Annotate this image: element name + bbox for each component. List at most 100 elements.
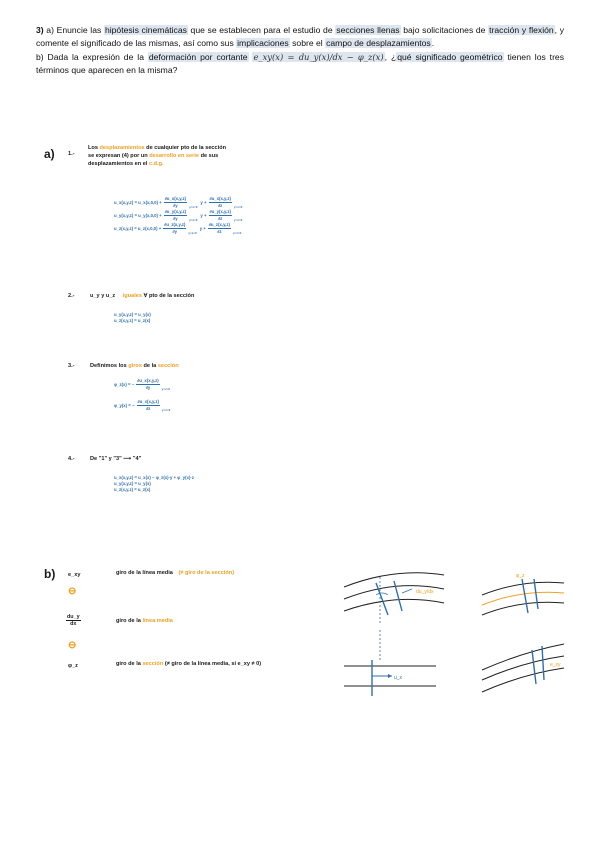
- h3-highlight-giros: giros: [128, 363, 142, 369]
- h4-equations: u_x(x,y,z) = u_x(x) − φ_z(x)·y + φ_y(x)·…: [114, 475, 194, 493]
- eval-subscript: y=z=0: [233, 204, 243, 209]
- h4-equation-uy: u_y(x,y,z) = u_y(x): [114, 481, 151, 486]
- h1-text: se expresan (4) por un: [88, 153, 148, 159]
- term1-note: (≠ giro de la sección): [178, 570, 235, 576]
- hypothesis-4-text: De "1" y "3" ⟶ "4": [90, 456, 142, 462]
- question-a-text: .: [431, 37, 435, 48]
- term3-description: giro de la sección (≠ giro de la línea m…: [116, 660, 261, 668]
- h4-equation-uz: u_z(x,y,z) = u_z(x): [114, 487, 151, 492]
- h2-equations: u_y(x,y,z) = u_y(x) u_z(x,y,z) = u_z(x): [114, 312, 151, 324]
- fraction-num: ∂u_z(x,y,z): [163, 222, 187, 229]
- h3-text: Definimos los: [90, 363, 127, 369]
- fraction-num: ∂u_z(x,y,z): [207, 222, 231, 229]
- fraction-den: ∂z: [146, 406, 151, 411]
- h2-equation-uy: u_y(x,y,z) = u_y(x): [114, 312, 151, 317]
- hypothesis-1-number: 1.-: [68, 151, 75, 157]
- h2-text: ∀ pto de la sección: [143, 293, 195, 299]
- fraction-num: ∂u_y(x,y,z): [208, 209, 232, 216]
- fraction-den: ∂z: [218, 203, 223, 208]
- eq-mid: y +: [200, 212, 207, 218]
- fraction-den: ∂y: [173, 203, 178, 208]
- term2-symbol: du_y dx: [66, 614, 81, 627]
- fraction: ∂u_x(x,y,z)∂y: [136, 378, 160, 391]
- h2-equation-uz: u_z(x,y,z) = u_z(x): [114, 318, 151, 323]
- term2-num: du_y: [66, 614, 81, 621]
- h3-equation-phiz: φ_z(x) = − ∂u_x(x,y,z)∂y y=z=0: [114, 378, 170, 391]
- question-a-text: sobre el: [289, 37, 326, 48]
- fraction-num: ∂u_y(x,y,z): [163, 209, 188, 216]
- eq-mid: y +: [199, 225, 206, 231]
- h3-text: de la: [143, 363, 157, 369]
- term3-rest: (≠ giro de la línea media, si e_xy ≠ 0): [164, 661, 262, 667]
- eval-subscript: y=z=0: [189, 204, 198, 209]
- question-a-text: bajo solicitaciones de: [400, 25, 489, 35]
- fraction-num: ∂u_x(x,y,z): [163, 196, 188, 203]
- question-a-text: que se establecen para el estudio de: [187, 25, 336, 35]
- eval-subscript: y=z=0: [233, 217, 243, 222]
- h1-equations: u_x(x,y,z) = u_x(x,0,0) + ∂u_x(x,y,z)∂y …: [114, 196, 242, 235]
- figure-section-displacement: u_x: [344, 630, 436, 696]
- term1-symbol: e_xy: [68, 572, 81, 578]
- fig-label-phiz: φ_z: [516, 573, 525, 579]
- question-a: 3) a) Enuncie las hipótesis cinemáticas …: [36, 24, 564, 49]
- highlight-campo: campo de desplazamientos: [325, 37, 432, 48]
- eval-subscript: y=z=0: [188, 230, 197, 235]
- hypothesis-3-number: 3.-: [68, 363, 75, 369]
- term3-symbol: φ_z: [68, 663, 78, 669]
- h1-equation-uy: u_y(x,y,z) = u_y(x,0,0) + ∂u_y(x,y,z)∂y …: [114, 209, 242, 222]
- eq-lhs: φ_z(x) = −: [114, 381, 135, 387]
- fraction: ∂u_x(x,y,z)∂z: [136, 399, 160, 412]
- term2-description: giro de la línea media: [116, 617, 173, 625]
- question-b-text: tienen los tres términos que aparecen en…: [36, 52, 565, 75]
- question-number: 3): [36, 25, 44, 35]
- hypothesis-3-text: Definimos los giros de la sección: [90, 362, 179, 370]
- term2-text: giro de la: [116, 618, 141, 624]
- fraction-den: ∂z: [217, 229, 222, 234]
- term2-highlight: línea media: [142, 618, 173, 624]
- h1-highlight-cdg: c.d.g.: [148, 161, 164, 167]
- question-b: b) Dada la expresión de la deformación p…: [36, 51, 564, 76]
- fig-label-duy-dx: du_y/dx: [416, 589, 434, 595]
- h1-highlight-desplazamientos: desplazamientos: [99, 145, 145, 151]
- eq-lhs: φ_y(x) = −: [114, 402, 135, 408]
- h2-highlight-iguales: iguales: [122, 293, 143, 299]
- hypothesis-1-text: Los desplazamientos de cualquier pto de …: [88, 144, 308, 168]
- question-a-text: , y comente el significado de las mismas…: [36, 25, 565, 48]
- question-block: 3) a) Enuncie las hipótesis cinemáticas …: [36, 24, 564, 78]
- h1-text: de sus: [200, 153, 219, 159]
- h3-equation-phiy: φ_y(x) = − ∂u_x(x,y,z)∂z y=z=0: [114, 399, 170, 412]
- h2-text: u_y y u_z: [90, 293, 116, 299]
- h1-equation-ux: u_x(x,y,z) = u_x(x,0,0) + ∂u_x(x,y,z)∂y …: [114, 196, 242, 209]
- fraction-den: ∂y: [172, 229, 178, 234]
- question-a-text: a) Enuncie las: [43, 25, 104, 35]
- term1-description: giro de la línea media (≠ giro de la sec…: [116, 569, 234, 577]
- h1-text: de cualquier pto de la sección: [146, 145, 227, 151]
- fraction-num: ∂u_x(x,y,z): [136, 378, 160, 385]
- highlight-traccion: tracción y flexión: [488, 25, 555, 35]
- hypothesis-2-number: 2.-: [68, 293, 75, 299]
- highlight-implicaciones: implicaciones: [236, 37, 290, 48]
- shear-strain-formula: e_xy(x) = du_y(x)/dx − φ_z(x): [252, 52, 385, 63]
- question-b-text: , ¿: [384, 52, 397, 63]
- highlight-deformacion: deformación por cortante: [147, 52, 249, 63]
- h3-equations: φ_z(x) = − ∂u_x(x,y,z)∂y y=z=0 φ_y(x) = …: [114, 378, 170, 412]
- figure-beam-shear: du_y/dx: [343, 572, 445, 623]
- fraction: ∂u_z(x,y,z)∂y: [163, 222, 187, 235]
- eq-lhs: u_y(x,y,z) = u_y(x,0,0) +: [114, 212, 162, 218]
- term3-text: giro de la: [116, 661, 141, 667]
- hypothesis-4-number: 4.-: [68, 456, 75, 462]
- highlight-hipotesis: hipótesis cinemáticas: [103, 25, 188, 35]
- question-b-text: b) Dada la expresión de la: [36, 52, 148, 63]
- figure-section-rotation: φ_z: [481, 573, 565, 616]
- fraction: ∂u_z(x,y,z)∂z: [207, 222, 231, 235]
- highlight-secciones: secciones llenas: [335, 25, 401, 35]
- eq-mid: y +: [200, 199, 207, 205]
- fraction-num: ∂u_x(x,y,z): [208, 196, 232, 203]
- h4-equation-ux: u_x(x,y,z) = u_x(x) − φ_z(x)·y + φ_y(x)·…: [114, 475, 194, 480]
- eval-subscript: y=z=0: [161, 386, 171, 391]
- fraction-den: ∂y: [173, 216, 178, 221]
- h1-text: desplazamientos en el: [88, 161, 148, 167]
- hypothesis-2-text: u_y y u_z iguales ∀ pto de la sección: [90, 292, 194, 300]
- term3-highlight: sección: [142, 661, 164, 667]
